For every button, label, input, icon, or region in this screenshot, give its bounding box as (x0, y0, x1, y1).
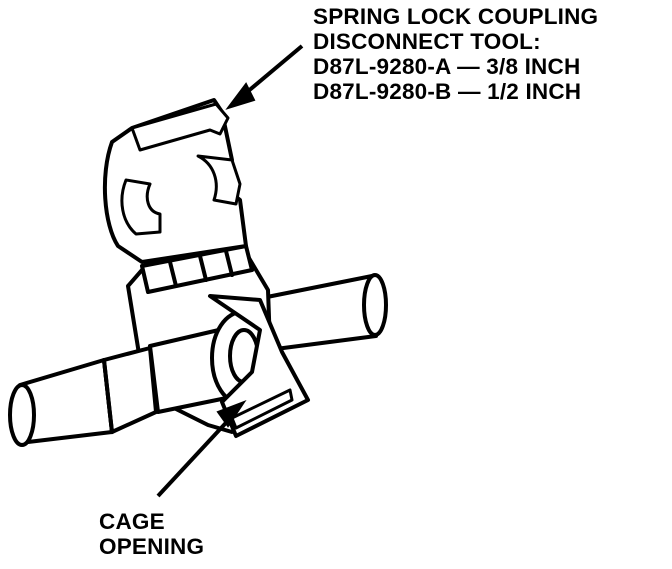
tool-callout-arrow (225, 44, 304, 110)
fuel-line-right (260, 273, 388, 352)
fuel-line-left (8, 346, 158, 447)
tool-callout-line-3: D87L-9280-A — 3/8 INCH (313, 54, 581, 79)
tool-callout-line-2: DISCONNECT TOOL: (313, 29, 541, 54)
cage-callout-line-2: OPENING (99, 534, 205, 559)
tool-callout-line-1: SPRING LOCK COUPLING (313, 4, 599, 29)
tool-callout-label: SPRING LOCK COUPLING DISCONNECT TOOL: D8… (313, 4, 598, 104)
cage-callout-line-1: CAGE (99, 509, 165, 534)
cage-opening-label: CAGE OPENING (99, 509, 204, 559)
tool-upper-jaw (102, 98, 248, 264)
tool-callout-line-4: D87L-9280-B — 1/2 INCH (313, 79, 582, 104)
cage-callout-arrow (156, 399, 247, 498)
cage-opening-slot (230, 388, 294, 430)
